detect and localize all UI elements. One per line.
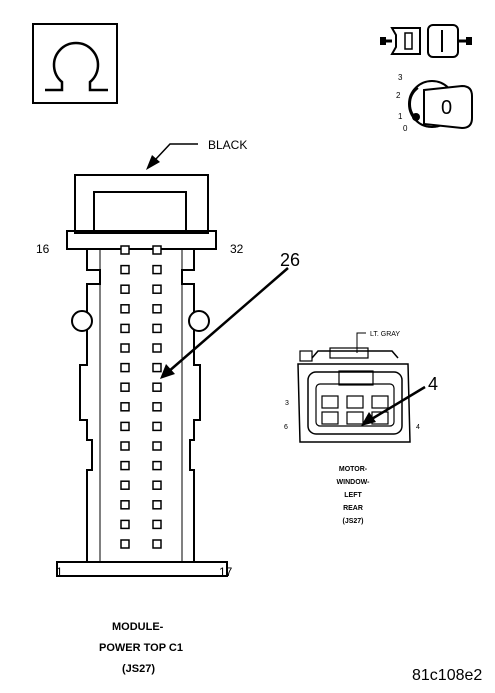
key-pos-0: 0 [403,124,408,133]
pin-label-16: 16 [36,242,50,256]
main-connector-color-callout: BLACK [146,138,247,170]
pin-cavity [152,402,162,412]
main-connector-caption-3: (JS27) [122,663,155,675]
pin-cavity [152,500,162,510]
pin-cavity [152,264,162,275]
pin-4-callout-label: 4 [428,374,438,394]
pin-cavity [120,460,130,471]
pin-cavity [152,460,162,471]
pin-26-callout-label: 26 [280,250,300,270]
small-connector-caption-2: WINDOW- [337,479,371,486]
pin-cavity [120,480,130,490]
pin-cavity [120,284,130,294]
pin-cavity [120,323,130,334]
small-pin-cavity [371,395,389,409]
ohm-symbol-icon [32,23,118,104]
pin-cavity [152,304,162,314]
small-pin-cavity [346,411,364,425]
pin-label-1: 1 [56,565,63,579]
small-connector-caption-4: REAR [343,505,363,512]
pin-cavity [152,343,162,353]
pin-cavity [152,362,162,373]
pin-cavity [120,539,130,549]
window-motor-connector: LT. GRAY 3 6 4 [284,331,420,443]
pin-cavity [120,245,130,255]
pin-cavity [120,362,130,373]
small-pin-cavity [346,395,364,409]
pin-cavity [152,382,162,392]
pin-cavity [120,500,130,510]
pin-cavity [120,402,130,412]
small-pin-cavity [321,411,339,425]
small-pin-label-6: 6 [284,424,288,431]
key-position-label: 0 [441,97,452,119]
pin-cavity [152,245,162,255]
pin-4-callout: 4 [361,374,438,426]
pin-cavity [152,441,162,451]
pin-cavity [152,284,162,294]
ignition-key-icon: 0 3 2 1 0 [396,73,473,133]
pin-label-17: 17 [219,565,233,579]
window-motor-connector-pins [321,395,389,425]
pin-cavity [152,519,162,530]
small-pin-cavity [321,395,339,409]
main-connector-caption-1: MODULE- [112,621,164,633]
key-pos-1: 1 [398,112,403,121]
small-connector-caption-5: (JS27) [342,518,363,525]
pin-cavity [152,480,162,490]
pin-26-callout: 26 [160,250,300,379]
pin-cavity [152,421,162,432]
pin-cavity [120,519,130,530]
key-pos-2: 2 [396,91,401,100]
small-connector-color-label: LT. GRAY [370,331,400,338]
pin-cavity [120,382,130,392]
pin-cavity [120,441,130,451]
pin-label-32: 32 [230,242,244,256]
small-connector-caption-1: MOTOR- [339,466,368,473]
key-pos-3: 3 [398,73,403,82]
main-connector [56,174,228,577]
pin-cavity [120,421,130,432]
connector-plug-icon [380,24,472,58]
main-connector-caption-2: POWER TOP C1 [99,642,183,654]
small-pin-label-3: 3 [285,400,289,407]
small-connector-caption-3: LEFT [344,492,362,499]
pin-cavity [152,539,162,549]
main-connector-pins [120,245,162,549]
pin-cavity [152,323,162,334]
main-connector-color-label: BLACK [208,138,247,152]
pin-cavity [120,304,130,314]
pin-cavity [120,264,130,275]
figure-id: 81c108e2 [412,667,482,684]
small-pin-label-4: 4 [416,424,420,431]
pin-cavity [120,343,130,353]
